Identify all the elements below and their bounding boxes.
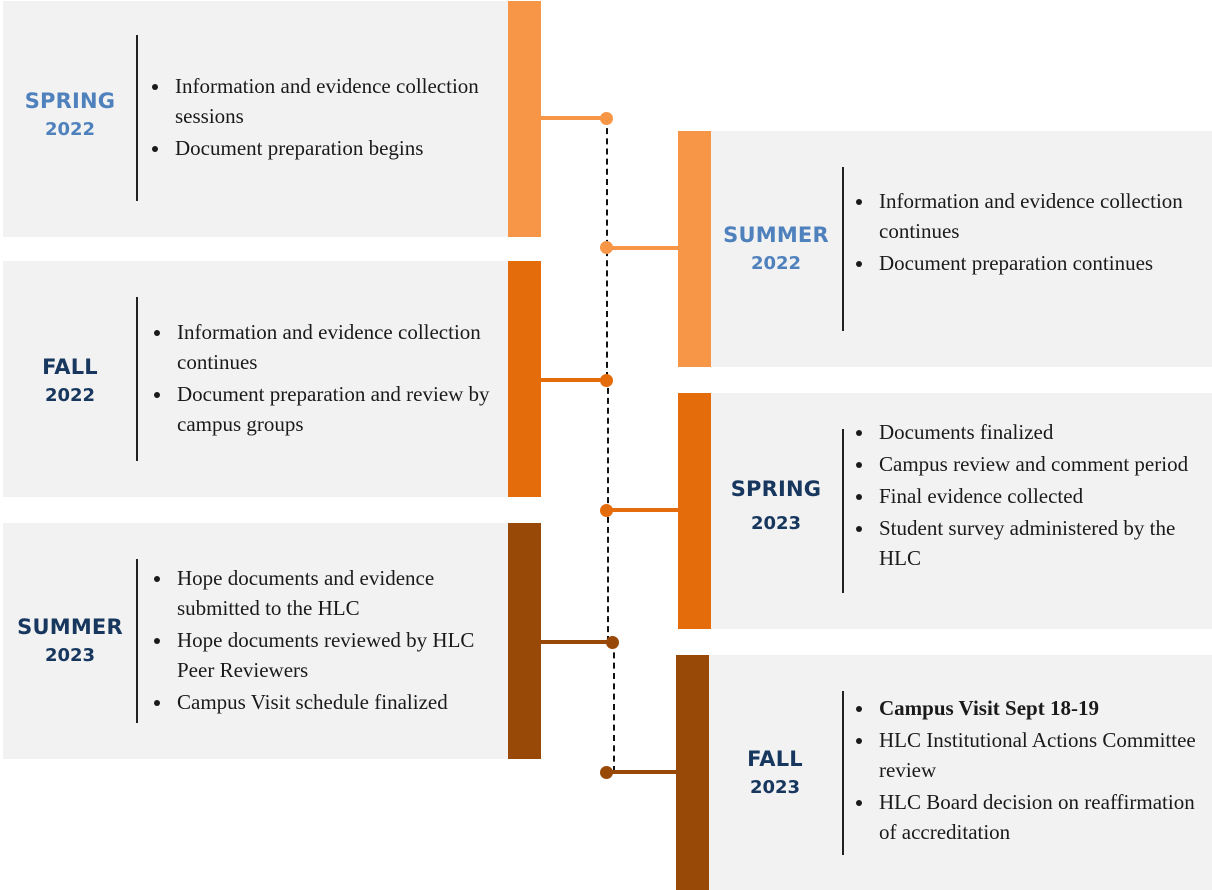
list-item: Campus Visit schedule finalized — [173, 687, 508, 717]
list-item: Final evidence collected — [875, 481, 1200, 511]
list-item: Student survey administered by the HLC — [875, 513, 1200, 573]
season-label: SUMMER 2022 — [711, 223, 841, 274]
list-item: HLC Board decision on reaffirmation of a… — [875, 787, 1205, 847]
list-item: Hope documents reviewed by HLC Peer Revi… — [173, 625, 508, 685]
list-item: Hope documents and evidence submitted to… — [173, 563, 508, 623]
season-name: SUMMER — [17, 615, 123, 639]
season-year: 2022 — [750, 253, 802, 274]
season-label: SUMMER 2023 — [3, 615, 137, 666]
divider-line — [842, 691, 844, 855]
milestone-list: Hope documents and evidence submitted to… — [153, 563, 508, 719]
season-label: SPRING 2023 — [711, 477, 841, 534]
divider-line — [136, 35, 138, 201]
color-bar — [676, 655, 709, 890]
milestone-list: Information and evidence collection sess… — [151, 71, 501, 165]
season-label: FALL 2022 — [3, 355, 137, 406]
list-item: Campus review and comment period — [875, 449, 1200, 479]
list-item: Documents finalized — [875, 417, 1200, 447]
timeline-card-summer-2022: SUMMER 2022 Information and evidence col… — [678, 131, 1212, 367]
color-bar — [678, 393, 711, 629]
season-year: 2022 — [44, 385, 96, 406]
timeline-dot — [600, 504, 613, 517]
color-bar — [508, 1, 541, 237]
season-year: 2023 — [750, 513, 802, 534]
list-item: Document preparation and review by campu… — [173, 379, 503, 439]
color-bar — [508, 523, 541, 759]
milestone-list: Information and evidence collection cont… — [855, 186, 1195, 280]
timeline-card-fall-2023: FALL 2023 Campus Visit Sept 18-19 HLC In… — [676, 655, 1212, 890]
timeline-card-spring-2022: SPRING 2022 Information and evidence col… — [3, 1, 541, 237]
divider-line — [842, 429, 844, 593]
list-item: Document preparation begins — [171, 133, 501, 163]
connector-line — [541, 378, 607, 382]
timeline-card-spring-2023: SPRING 2023 Documents finalized Campus r… — [678, 393, 1212, 629]
divider-line — [136, 559, 138, 723]
list-item: Document preparation continues — [875, 248, 1195, 278]
list-item: HLC Institutional Actions Committee revi… — [875, 725, 1205, 785]
timeline-dot — [600, 766, 613, 779]
season-year: 2023 — [749, 777, 801, 798]
timeline-dot — [600, 374, 613, 387]
timeline-card-summer-2023: SUMMER 2023 Hope documents and evidence … — [3, 523, 541, 759]
season-label: SPRING 2022 — [3, 89, 137, 140]
color-bar — [508, 261, 541, 497]
timeline-spine-bottom — [613, 642, 615, 772]
connector-line — [607, 770, 676, 774]
timeline-card-fall-2022: FALL 2022 Information and evidence colle… — [3, 261, 541, 497]
list-item: Campus Visit Sept 18-19 — [875, 693, 1205, 723]
list-item: Information and evidence collection sess… — [171, 71, 501, 131]
season-name: SPRING — [24, 89, 116, 113]
milestone-list: Documents finalized Campus review and co… — [855, 417, 1200, 575]
divider-line — [842, 167, 844, 331]
milestone-list: Information and evidence collection cont… — [153, 317, 503, 441]
color-bar — [678, 131, 711, 367]
connector-line — [541, 116, 607, 120]
milestone-list: Campus Visit Sept 18-19 HLC Institutiona… — [855, 693, 1205, 849]
divider-line — [136, 297, 138, 461]
season-year: 2023 — [44, 645, 96, 666]
season-name: SUMMER — [723, 223, 829, 247]
list-item: Information and evidence collection cont… — [173, 317, 503, 377]
season-name: FALL — [42, 355, 98, 379]
timeline-dot — [600, 241, 613, 254]
connector-line — [607, 246, 678, 250]
season-name: FALL — [747, 747, 803, 771]
season-year: 2022 — [44, 119, 96, 140]
season-label: FALL 2023 — [709, 747, 841, 798]
timeline-dot — [600, 112, 613, 125]
timeline-dot — [606, 636, 619, 649]
connector-line — [607, 508, 678, 512]
season-name: SPRING — [730, 477, 822, 501]
connector-line — [541, 640, 613, 644]
list-item: Information and evidence collection cont… — [875, 186, 1195, 246]
